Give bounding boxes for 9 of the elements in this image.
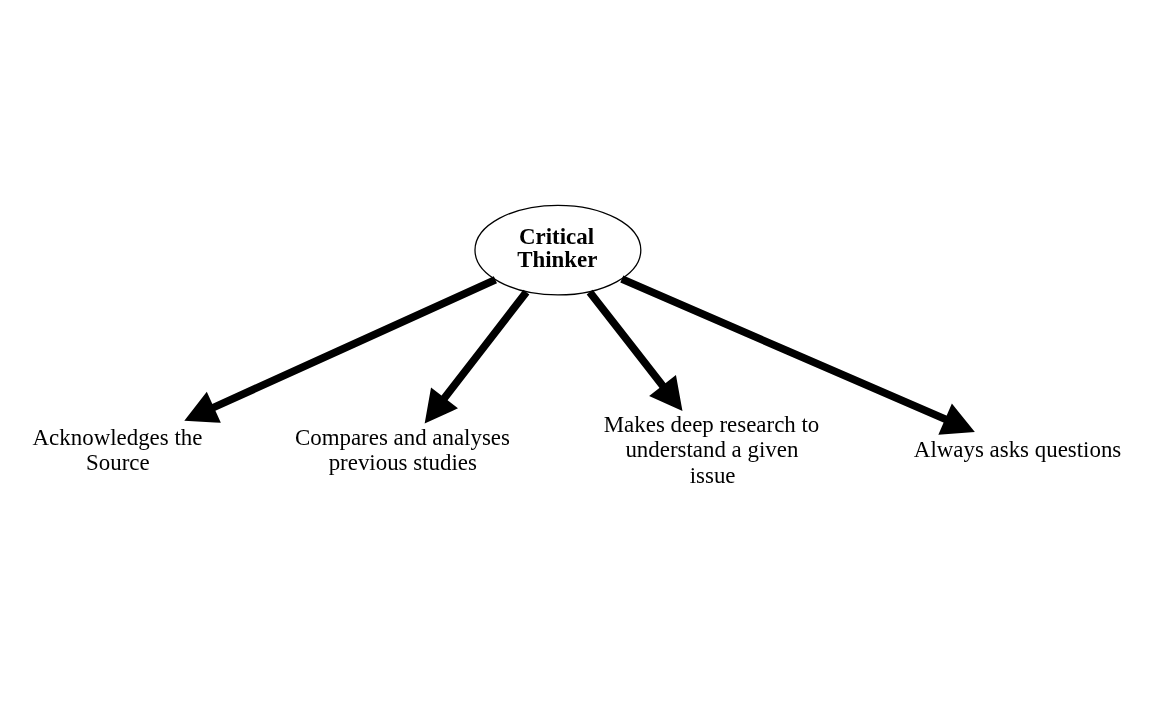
arrow: [184, 276, 497, 423]
node-text: Always asks questions: [913, 437, 1122, 463]
node-text: Makes deep research to understand a given issue: [603, 411, 820, 488]
arrow: [586, 289, 683, 412]
node-text: Acknowledges the Source: [32, 424, 203, 476]
arrow: [620, 275, 975, 435]
node-ellipse: Critical Thinker: [474, 204, 642, 296]
node-text: Compares and analyses previous studies: [294, 424, 510, 476]
arrow: [424, 289, 530, 424]
